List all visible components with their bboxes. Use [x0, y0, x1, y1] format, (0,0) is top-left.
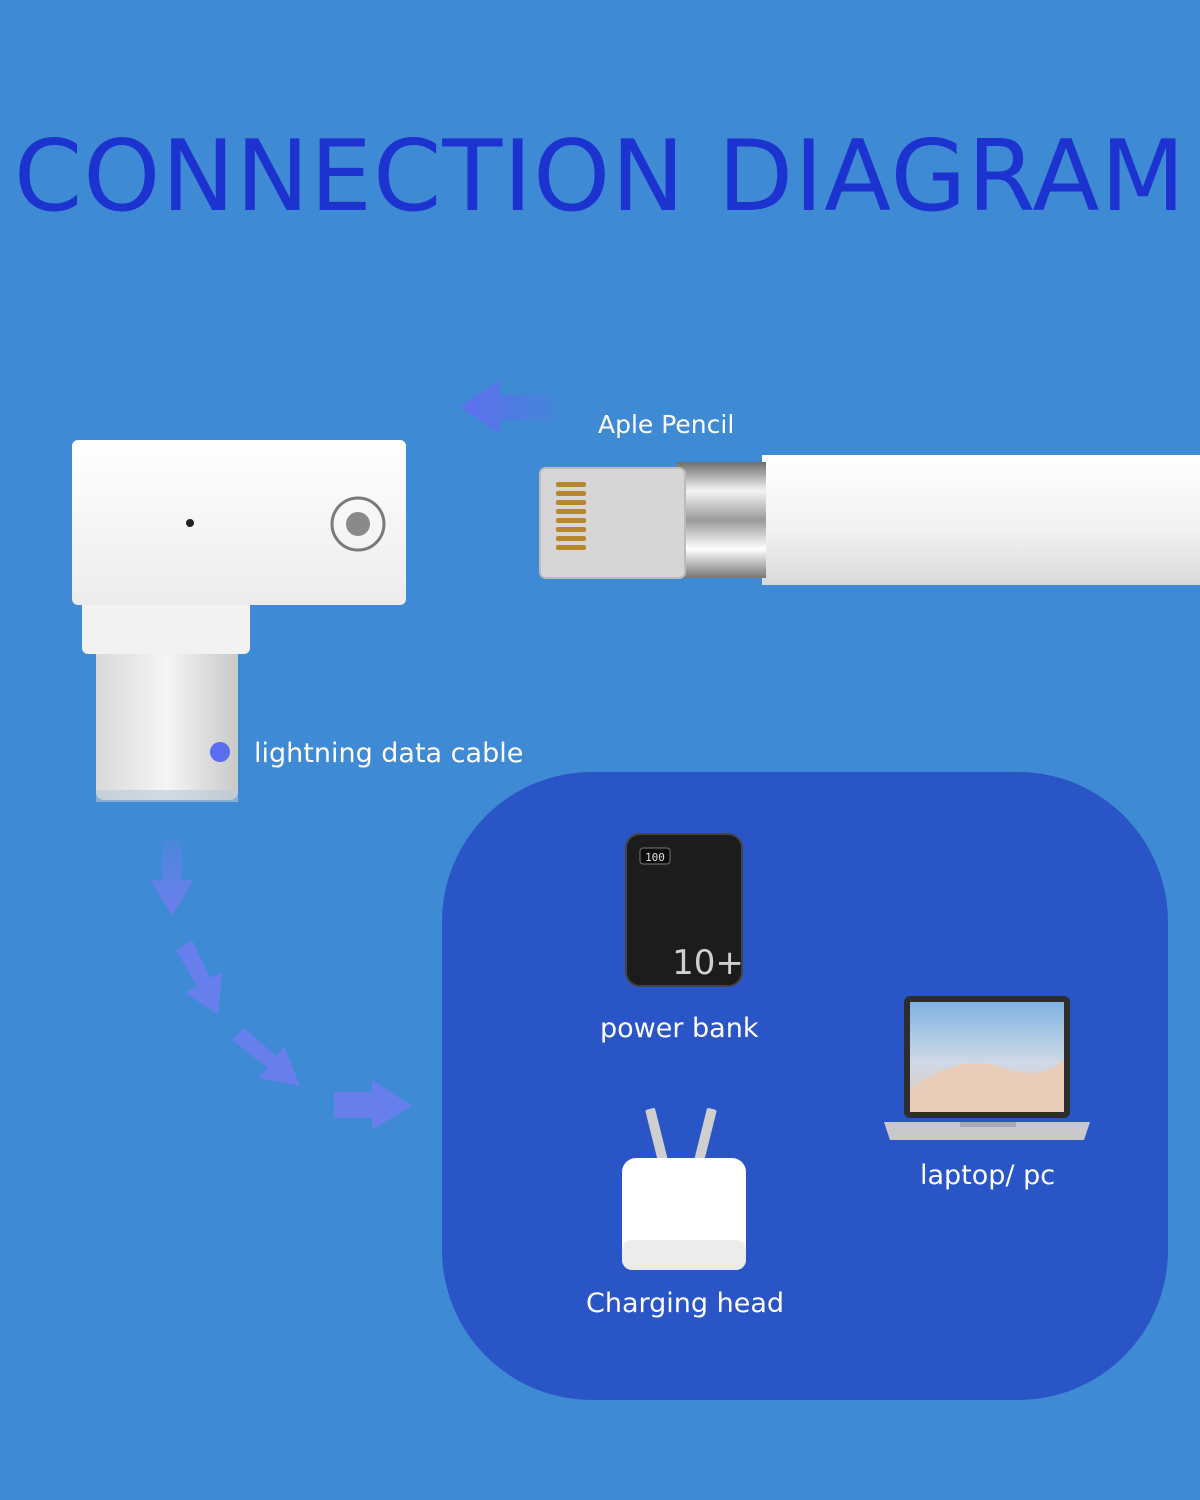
power-bank-capacity: 10+: [672, 943, 744, 983]
laptop-label: laptop/ pc: [920, 1160, 1056, 1191]
cable-marker-dot: [210, 742, 230, 762]
power-bank-label: power bank: [600, 1013, 759, 1044]
cable-label: lightning data cable: [254, 738, 524, 769]
power-bank-screen: 100: [645, 851, 665, 864]
diagram-title: CONNECTION DIAGRAM: [13, 120, 1187, 234]
pencil-label: Aple Pencil: [598, 410, 735, 439]
charger-label: Charging head: [586, 1288, 785, 1319]
